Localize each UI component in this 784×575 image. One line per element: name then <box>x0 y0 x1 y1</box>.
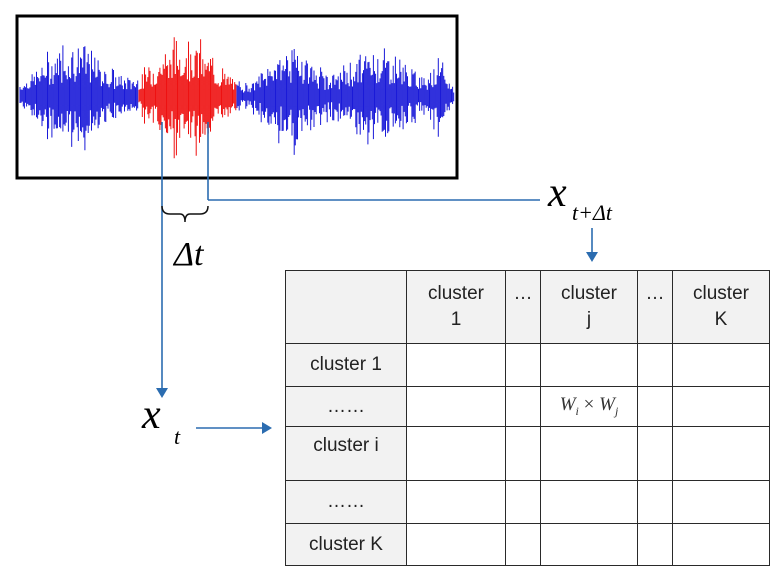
waveform-red-window <box>138 37 237 159</box>
matrix-row-cluster-1: cluster 1 <box>285 343 770 387</box>
cluster-transition-matrix: cluster 1 … cluster j … cluster K cluste… <box>285 270 770 566</box>
column-header-line2: j <box>586 309 592 330</box>
column-header-cluster-j: cluster j <box>540 270 638 344</box>
row-label: cluster K <box>285 523 407 566</box>
row-label: …… <box>285 480 407 524</box>
column-header-line1: cluster <box>693 283 749 304</box>
formula-sub-i: i <box>575 403 579 418</box>
column-header-line2 <box>506 307 540 333</box>
formula-w1: W <box>559 394 576 416</box>
matrix-cell <box>505 523 541 566</box>
matrix-row-ellipsis-2: …… <box>285 480 770 524</box>
matrix-cell <box>406 480 506 524</box>
column-header-line1: … <box>513 283 533 304</box>
matrix-cell <box>406 386 506 427</box>
waveform-trace <box>236 48 455 155</box>
x-tdt-subscript: t+Δt <box>572 200 613 225</box>
arrowhead-right-matrix <box>262 422 272 434</box>
matrix-cell <box>672 480 770 524</box>
column-header-line2: 1 <box>450 309 462 330</box>
matrix-cell <box>540 480 638 524</box>
formula-sub-j: j <box>614 403 619 418</box>
matrix-cell <box>637 386 673 427</box>
matrix-cell <box>540 426 638 481</box>
matrix-row-cluster-i: cluster i <box>285 426 770 481</box>
column-header-line2: K <box>714 309 728 330</box>
matrix-cell <box>637 426 673 481</box>
x-tdt-label: x <box>547 170 567 216</box>
matrix-cell <box>540 523 638 566</box>
matrix-cell <box>505 386 541 427</box>
x-t-label: x <box>141 392 161 438</box>
delta-t-label: Δt <box>172 236 205 273</box>
matrix-cell <box>406 426 506 481</box>
x-t-subscript: t <box>174 424 181 449</box>
column-header-line2 <box>638 307 672 333</box>
matrix-row-ellipsis-1: …… Wi × Wj <box>285 386 770 427</box>
matrix-header-row: cluster 1 … cluster j … cluster K <box>285 270 770 344</box>
column-header-cluster-k: cluster K <box>672 270 770 344</box>
arrowhead-down-x-tdt <box>586 252 598 262</box>
waveform-blue <box>19 45 455 155</box>
column-header-line1: … <box>645 283 665 304</box>
arrowhead-down-x-t <box>156 388 168 398</box>
row-label: cluster 1 <box>285 343 407 387</box>
matrix-cell <box>505 426 541 481</box>
row-label: …… <box>285 386 407 427</box>
matrix-cell <box>637 343 673 387</box>
matrix-cell <box>637 523 673 566</box>
matrix-cell <box>406 343 506 387</box>
column-header-ellipsis-2: … <box>637 270 673 344</box>
delta-t-brace <box>161 205 209 223</box>
waveform-trace <box>138 37 237 159</box>
matrix-cell <box>672 523 770 566</box>
matrix-cell-wi-times-wj: Wi × Wj <box>540 386 638 427</box>
formula-w2: W <box>599 394 615 416</box>
matrix-cell <box>540 343 638 387</box>
matrix-cell <box>505 480 541 524</box>
matrix-cell <box>406 523 506 566</box>
matrix-cell <box>505 343 541 387</box>
matrix-cell <box>672 343 770 387</box>
matrix-corner-cell <box>285 270 407 344</box>
row-label: cluster i <box>285 426 407 481</box>
matrix-cell <box>637 480 673 524</box>
column-header-line1: cluster <box>561 283 617 304</box>
column-header-cluster-1: cluster 1 <box>406 270 506 344</box>
matrix-cell <box>672 386 770 427</box>
formula-times: × <box>583 394 595 416</box>
matrix-row-cluster-k: cluster K <box>285 523 770 566</box>
matrix-cell <box>672 426 770 481</box>
column-header-line1: cluster <box>428 283 484 304</box>
waveform-trace <box>19 45 139 151</box>
column-header-ellipsis-1: … <box>505 270 541 344</box>
